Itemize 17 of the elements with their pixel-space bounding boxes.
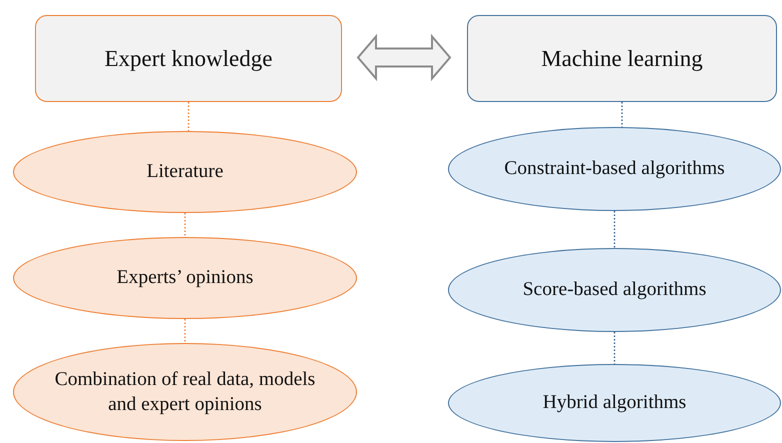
category-box bbox=[35, 15, 342, 102]
node-label: Combination of real data, models and expert opinions bbox=[54, 368, 316, 417]
node-label: Constraint-based algorithms bbox=[504, 157, 725, 182]
double-arrow bbox=[356, 34, 452, 82]
connector-line bbox=[614, 332, 616, 364]
node-label: Expert knowledge bbox=[104, 46, 272, 72]
connector-line bbox=[184, 213, 186, 237]
connector-line bbox=[621, 102, 623, 127]
node-label: Hybrid algorithms bbox=[542, 391, 686, 416]
node-label: Machine learning bbox=[541, 46, 703, 72]
category-box bbox=[467, 15, 777, 102]
connector-line bbox=[188, 102, 190, 131]
node-label: Literature bbox=[146, 160, 224, 184]
node-label: Experts’ opinions bbox=[116, 266, 254, 290]
node-label: Score-based algorithms bbox=[522, 278, 706, 302]
connector-line bbox=[614, 211, 616, 248]
connector-line bbox=[184, 319, 186, 343]
